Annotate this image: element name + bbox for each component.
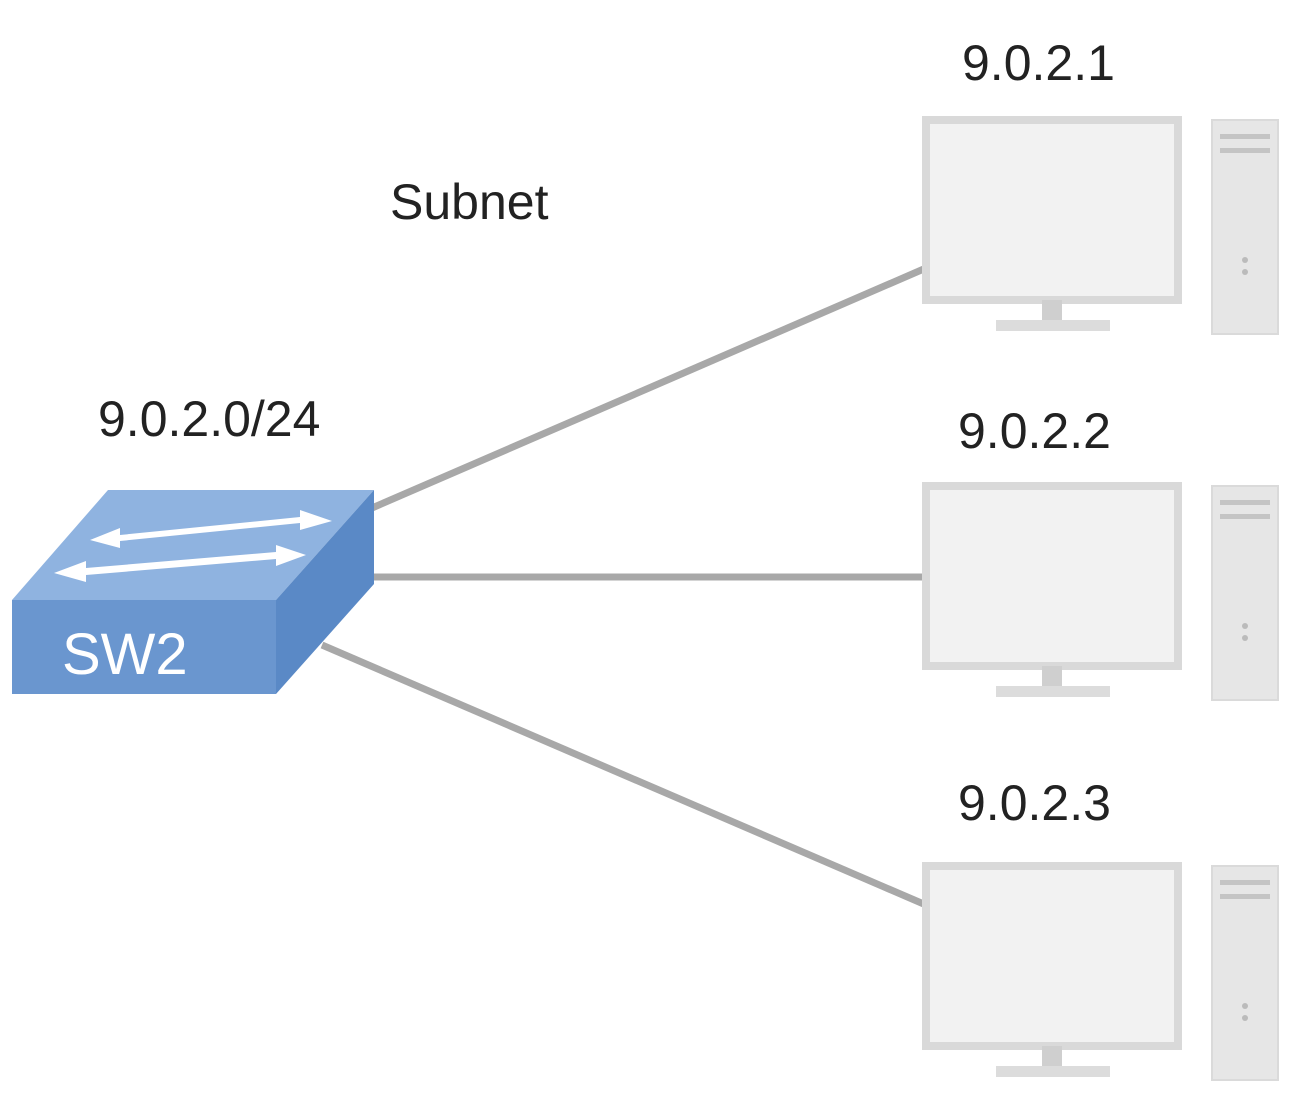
link-host-1: [370, 264, 928, 512]
host-2-computer-icon: [922, 482, 1279, 701]
host-2-ip-label: 9.0.2.2: [958, 403, 1111, 459]
host-1-computer-icon: [922, 116, 1279, 335]
host-3-ip-label: 9.0.2.3: [958, 775, 1111, 831]
switch-label: SW2: [62, 622, 188, 687]
host-3-computer-icon: [922, 862, 1279, 1081]
switch-icon: SW2: [12, 490, 374, 694]
link-host-3: [320, 641, 928, 909]
subnet-cidr-label: 9.0.2.0/24: [98, 391, 321, 447]
host-1-ip-label: 9.0.2.1: [962, 35, 1115, 91]
subnet-label: Subnet: [390, 174, 549, 230]
